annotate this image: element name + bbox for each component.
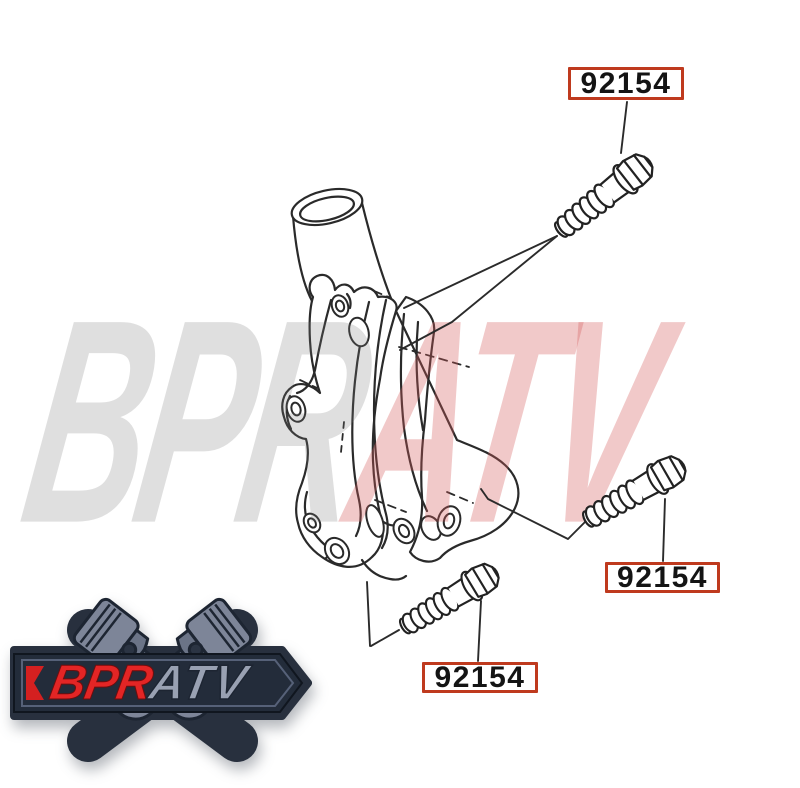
logo-red-chevron xyxy=(26,666,44,700)
part-number-label: 92154 xyxy=(422,661,538,694)
spout-opening-inner xyxy=(298,195,356,223)
part-number-label: 92154 xyxy=(605,561,720,594)
logo-text-bpr: BPR xyxy=(46,655,157,710)
leader-bottom-label xyxy=(477,600,482,662)
leader-right-label xyxy=(662,498,666,562)
leader-bottom-cover xyxy=(366,581,371,647)
watermark-text-bpr: BPR xyxy=(7,260,383,584)
leader-bottom-bolt xyxy=(370,629,400,647)
watermark-text-atv: ATV xyxy=(331,260,677,584)
spout-opening-outer xyxy=(290,187,364,227)
crossed-pistons-logo: BPR ATV xyxy=(10,597,312,762)
leader-top-label xyxy=(620,101,628,154)
flange-bolt-top xyxy=(546,146,661,247)
logo-banner: BPR ATV xyxy=(13,653,304,713)
part-number-label: 92154 xyxy=(568,67,684,100)
brand-logo: BPR ATV xyxy=(10,588,316,783)
watermark: BPRATV xyxy=(8,261,677,584)
logo-text-atv: ATV xyxy=(143,655,255,710)
